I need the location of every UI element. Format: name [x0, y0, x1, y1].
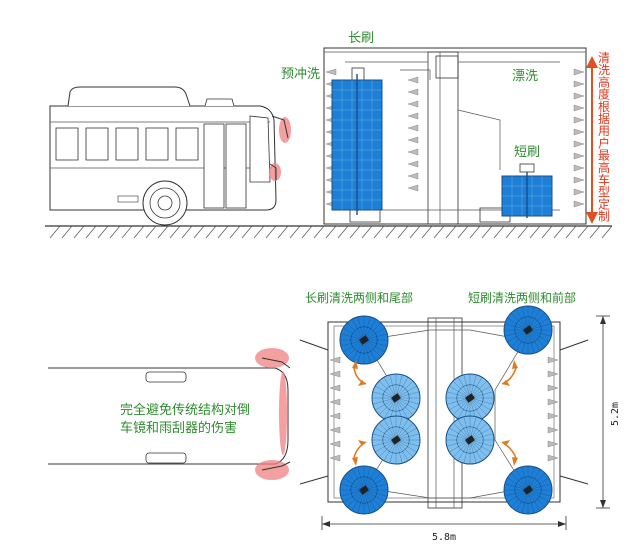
nozzle-spray-icon: [329, 384, 341, 392]
mirror-highlight-left-bottom: [255, 460, 289, 480]
nozzle-spray-icon: [573, 200, 585, 208]
height-note-char: 据: [598, 112, 610, 126]
short-brush-inner-top: [445, 373, 495, 423]
nozzle-spray-icon: [573, 152, 585, 160]
ground: [45, 225, 613, 239]
bus-side-view: [49, 86, 291, 226]
short-brush-inner-bottom: [445, 415, 495, 465]
nozzle-spray-icon: [329, 454, 341, 462]
height-note-char: 清: [598, 51, 610, 65]
plan-pre-rinse-nozzles: [329, 356, 341, 462]
nozzle-spray-icon: [407, 76, 419, 84]
nozzle-spray-icon: [573, 188, 585, 196]
height-note-char: 型: [598, 185, 610, 199]
nozzle-spray-icon: [407, 124, 419, 132]
long-brush-bottom-left: [339, 465, 389, 515]
nozzle-spray-icon: [573, 176, 585, 184]
nozzle-spray-icon: [325, 68, 337, 76]
nozzle-spray-icon: [547, 426, 559, 434]
short-brush-bottom-right: [503, 465, 553, 515]
mirror-highlight-lower: [269, 163, 281, 181]
height-note-char: 高: [598, 74, 610, 89]
height-note-char: 根: [598, 100, 610, 114]
dimension-lines: [321, 315, 610, 530]
short-brush-side: [501, 163, 553, 218]
nozzle-spray-icon: [407, 160, 419, 168]
nozzle-spray-icon: [573, 164, 585, 172]
rinse-nozzles: [407, 68, 585, 208]
nozzle-spray-icon: [407, 88, 419, 96]
nozzle-spray-icon: [329, 412, 341, 420]
plan-rinse-nozzles: [547, 356, 559, 462]
nozzle-spray-icon: [547, 412, 559, 420]
pre-rinse-label: 预冲洗: [281, 67, 320, 82]
long-brush-label: 长刷: [348, 31, 374, 46]
nozzle-spray-icon: [329, 356, 341, 364]
height-note-char: 制: [598, 210, 610, 224]
nozzle-spray-icon: [547, 370, 559, 378]
mirror-highlight-left-top: [255, 348, 289, 368]
nozzle-spray-icon: [573, 92, 585, 100]
width-dimension: 5.8m: [432, 532, 456, 543]
protection-note-line2: 车镜和雨刮器的伤害: [120, 420, 237, 436]
nozzle-spray-icon: [407, 136, 419, 144]
nozzle-spray-icon: [573, 68, 585, 76]
nozzle-spray-icon: [547, 440, 559, 448]
bus-plan-outline: [48, 348, 291, 480]
long-brush-inner-top: [371, 373, 421, 423]
rinse-label: 漂洗: [512, 68, 538, 84]
nozzle-spray-icon: [329, 440, 341, 448]
nozzle-spray-icon: [573, 80, 585, 88]
wiper-highlight: [279, 371, 287, 455]
short-brush-top-right: [503, 305, 553, 355]
depth-dimension: 5.2m: [610, 402, 621, 426]
long-brush-inner-bottom: [371, 415, 421, 465]
plan-brushes: [339, 305, 553, 515]
nozzle-spray-icon: [573, 140, 585, 148]
nozzle-spray-icon: [407, 148, 419, 156]
height-note-char: 洗: [598, 63, 610, 77]
long-brush-side: [331, 67, 383, 215]
mirror-highlight-upper: [279, 117, 291, 143]
height-arrow: [586, 56, 598, 224]
nozzle-spray-icon: [329, 426, 341, 434]
nozzle-spray-icon: [407, 172, 419, 180]
height-note-char: 最: [598, 149, 610, 163]
height-note-char: 度: [598, 87, 610, 102]
nozzle-spray-icon: [547, 356, 559, 364]
nozzle-spray-icon: [407, 100, 419, 108]
height-note-char: 用: [598, 124, 610, 138]
nozzle-spray-icon: [547, 454, 559, 462]
short-brush-label: 短刷: [514, 145, 540, 160]
long-brush-caption: 长刷清洗两侧和尾部: [305, 290, 413, 305]
height-note-char: 定: [598, 196, 610, 211]
nozzle-spray-icon: [407, 184, 419, 192]
height-note-char: 户: [598, 135, 610, 150]
nozzle-spray-icon: [573, 104, 585, 112]
nozzle-spray-icon: [573, 128, 585, 136]
plan-view: 长刷清洗两侧和尾部 短刷清洗两侧和前部 完全避免传统结构对倒 车镜和雨刮器的伤害…: [48, 290, 621, 543]
height-note-char: 车: [598, 172, 610, 187]
protection-note-line1: 完全避免传统结构对倒: [120, 402, 250, 418]
nozzle-spray-icon: [547, 384, 559, 392]
nozzle-spray-icon: [573, 116, 585, 124]
long-brush-top-left: [339, 315, 389, 365]
nozzle-spray-icon: [329, 370, 341, 378]
nozzle-spray-icon: [407, 112, 419, 120]
nozzle-spray-icon: [547, 398, 559, 406]
height-note-char: 高: [598, 160, 610, 175]
nozzle-spray-icon: [329, 398, 341, 406]
short-brush-caption: 短刷清洗两侧和前部: [468, 290, 576, 305]
